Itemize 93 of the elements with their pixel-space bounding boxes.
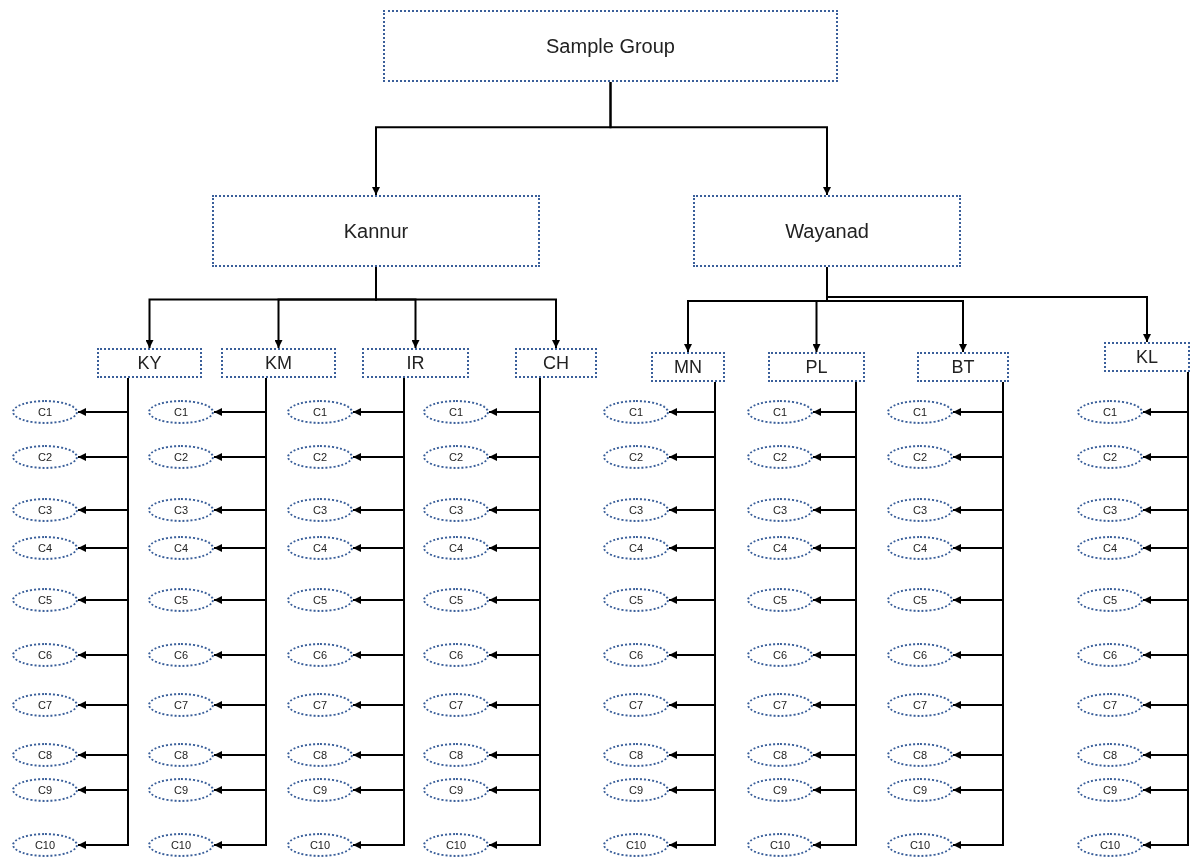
ellipse-node: C2 [887, 445, 953, 469]
process-box: BT [917, 352, 1009, 382]
ellipse-node: C8 [287, 743, 353, 767]
ellipse-node: C2 [747, 445, 813, 469]
ellipse-node: C9 [148, 778, 214, 802]
process-box: CH [515, 348, 597, 378]
ellipse-node: C5 [1077, 588, 1143, 612]
ellipse-node: C7 [887, 693, 953, 717]
ellipse-node: C9 [1077, 778, 1143, 802]
ellipse-node: C5 [747, 588, 813, 612]
ellipse-node: C10 [747, 833, 813, 857]
arrow [609, 81, 831, 196]
ellipse-node: C3 [423, 498, 489, 522]
ellipse-node: C1 [1077, 400, 1143, 424]
ellipse-node: C8 [423, 743, 489, 767]
ellipse-node: C2 [12, 445, 78, 469]
ellipse-node: C3 [287, 498, 353, 522]
process-box: KM [221, 348, 336, 378]
ellipse-node: C4 [887, 536, 953, 560]
ellipse-node: C6 [887, 643, 953, 667]
ellipse-node: C8 [887, 743, 953, 767]
process-box: PL [768, 352, 865, 382]
ellipse-node: C8 [603, 743, 669, 767]
ellipse-node: C5 [887, 588, 953, 612]
ellipse-node: C9 [287, 778, 353, 802]
ellipse-node: C5 [287, 588, 353, 612]
ellipse-node: C6 [603, 643, 669, 667]
ellipse-node: C9 [603, 778, 669, 802]
ellipse-node: C9 [423, 778, 489, 802]
ellipse-node: C6 [148, 643, 214, 667]
ellipse-node: C6 [1077, 643, 1143, 667]
ellipse-node: C8 [747, 743, 813, 767]
ellipse-node: C1 [887, 400, 953, 424]
process-box: IR [362, 348, 469, 378]
ellipse-node: C1 [603, 400, 669, 424]
ellipse-node: C6 [423, 643, 489, 667]
ellipse-node: C7 [603, 693, 669, 717]
ellipse-node: C6 [747, 643, 813, 667]
ellipse-node: C4 [1077, 536, 1143, 560]
ellipse-node: C2 [148, 445, 214, 469]
ellipse-node: C1 [423, 400, 489, 424]
ellipse-node: C8 [12, 743, 78, 767]
ellipse-node: C8 [1077, 743, 1143, 767]
ellipse-node: C10 [887, 833, 953, 857]
ellipse-node: C10 [287, 833, 353, 857]
ellipse-node: C10 [423, 833, 489, 857]
process-box: Wayanad [693, 195, 961, 267]
ellipse-node: C7 [287, 693, 353, 717]
ellipse-node: C7 [423, 693, 489, 717]
ellipse-node: C6 [12, 643, 78, 667]
ellipse-node: C3 [148, 498, 214, 522]
ellipse-node: C6 [287, 643, 353, 667]
ellipse-node: C5 [423, 588, 489, 612]
ellipse-node: C7 [12, 693, 78, 717]
ellipse-node: C4 [423, 536, 489, 560]
ellipse-node: C5 [148, 588, 214, 612]
ellipse-node: C5 [603, 588, 669, 612]
ellipse-node: C3 [1077, 498, 1143, 522]
ellipse-node: C1 [12, 400, 78, 424]
ellipse-node: C8 [148, 743, 214, 767]
ellipse-node: C4 [12, 536, 78, 560]
ellipse-node: C1 [747, 400, 813, 424]
ellipse-node: C1 [148, 400, 214, 424]
ellipse-node: C4 [287, 536, 353, 560]
ellipse-node: C2 [287, 445, 353, 469]
process-box: KY [97, 348, 202, 378]
ellipse-node: C3 [887, 498, 953, 522]
process-box: Sample Group [383, 10, 838, 82]
ellipse-node: C4 [148, 536, 214, 560]
ellipse-node: C1 [287, 400, 353, 424]
ellipse-node: C3 [12, 498, 78, 522]
ellipse-node: C2 [423, 445, 489, 469]
ellipse-node: C4 [747, 536, 813, 560]
ellipse-node: C10 [603, 833, 669, 857]
ellipse-node: C10 [1077, 833, 1143, 857]
ellipse-node: C10 [12, 833, 78, 857]
ellipse-node: C4 [603, 536, 669, 560]
ellipse-node: C7 [148, 693, 214, 717]
ellipse-node: C3 [747, 498, 813, 522]
process-box: MN [651, 352, 725, 382]
ellipse-node: C2 [1077, 445, 1143, 469]
ellipse-node: C7 [747, 693, 813, 717]
ellipse-node: C7 [1077, 693, 1143, 717]
arrow [375, 266, 560, 349]
ellipse-node: C10 [148, 833, 214, 857]
process-box: KL [1104, 342, 1190, 372]
ellipse-node: C9 [887, 778, 953, 802]
ellipse-node: C5 [12, 588, 78, 612]
ellipse-node: C9 [12, 778, 78, 802]
ellipse-node: C2 [603, 445, 669, 469]
ellipse-node: C3 [603, 498, 669, 522]
process-box: Kannur [212, 195, 540, 267]
ellipse-node: C9 [747, 778, 813, 802]
